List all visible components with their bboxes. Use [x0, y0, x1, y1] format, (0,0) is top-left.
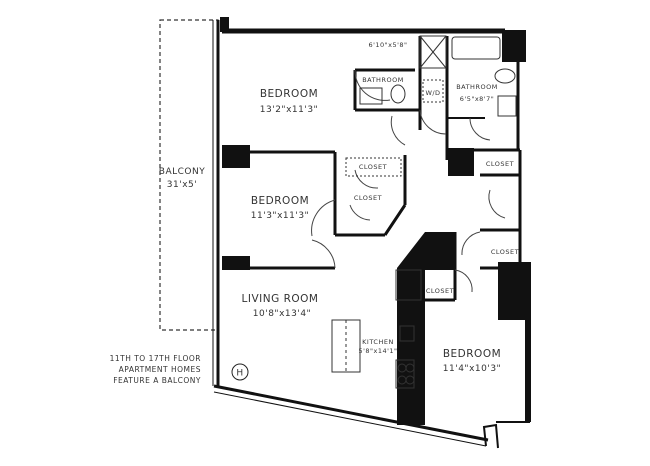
shower	[419, 35, 447, 69]
sink	[359, 87, 383, 105]
closet-label: CLOSET	[491, 248, 519, 256]
refrigerator	[395, 269, 422, 301]
bedroom2-dims: 11'3"x11'3"	[251, 211, 309, 221]
closet-shelf	[345, 157, 402, 177]
bedroom3-dims: 11'4"x10'3"	[443, 364, 501, 374]
closet-label: CLOSET	[354, 194, 382, 202]
bath2-dims: 6'5"x8'7"	[460, 95, 494, 103]
kitchen-dims: 5'8"x14'1"	[358, 347, 397, 355]
kitchen-sink	[399, 325, 415, 342]
closet-label: CLOSET	[426, 287, 454, 295]
bath1-label: BATHROOM	[362, 76, 404, 84]
wall-blocks	[222, 145, 528, 425]
balcony-note: APARTMENT HOMES	[119, 365, 201, 374]
balcony-dims: 31'x5'	[167, 180, 197, 190]
balcony-note: FEATURE A BALCONY	[113, 376, 201, 385]
bath2-label: BATHROOM	[456, 83, 498, 91]
kitchen-label: KITCHEN	[362, 338, 394, 346]
closet-label: CLOSET	[359, 163, 387, 171]
balcony-label: BALCONY	[159, 167, 205, 177]
wall-block	[220, 17, 229, 32]
balcony-note: 11TH TO 17TH FLOOR	[110, 354, 201, 363]
bedroom1-label: BEDROOM	[260, 88, 318, 100]
toilet	[494, 68, 516, 84]
hvac-symbol: H	[231, 363, 249, 381]
living-room-dims: 10'8"x13'4"	[253, 309, 311, 319]
door-swings	[311, 69, 506, 293]
wall-block	[502, 30, 526, 62]
hvac-letter: H	[236, 369, 243, 379]
toilet	[390, 84, 406, 104]
fixtures	[331, 35, 517, 389]
bedroom2-label: BEDROOM	[251, 195, 309, 207]
washer-dryer	[422, 79, 444, 103]
stove	[395, 359, 415, 389]
bedroom3-label: BEDROOM	[443, 348, 501, 360]
bathtub	[451, 36, 501, 60]
bath1-dims: 6'10"x5'8"	[368, 41, 407, 49]
sink	[497, 95, 517, 117]
wd-label: W/D	[425, 89, 440, 97]
exterior-walls	[212, 20, 531, 449]
living-room-label: LIVING ROOM	[242, 293, 319, 305]
bedroom1-dims: 13'2"x11'3"	[260, 105, 318, 115]
closet-label: CLOSET	[486, 160, 514, 168]
